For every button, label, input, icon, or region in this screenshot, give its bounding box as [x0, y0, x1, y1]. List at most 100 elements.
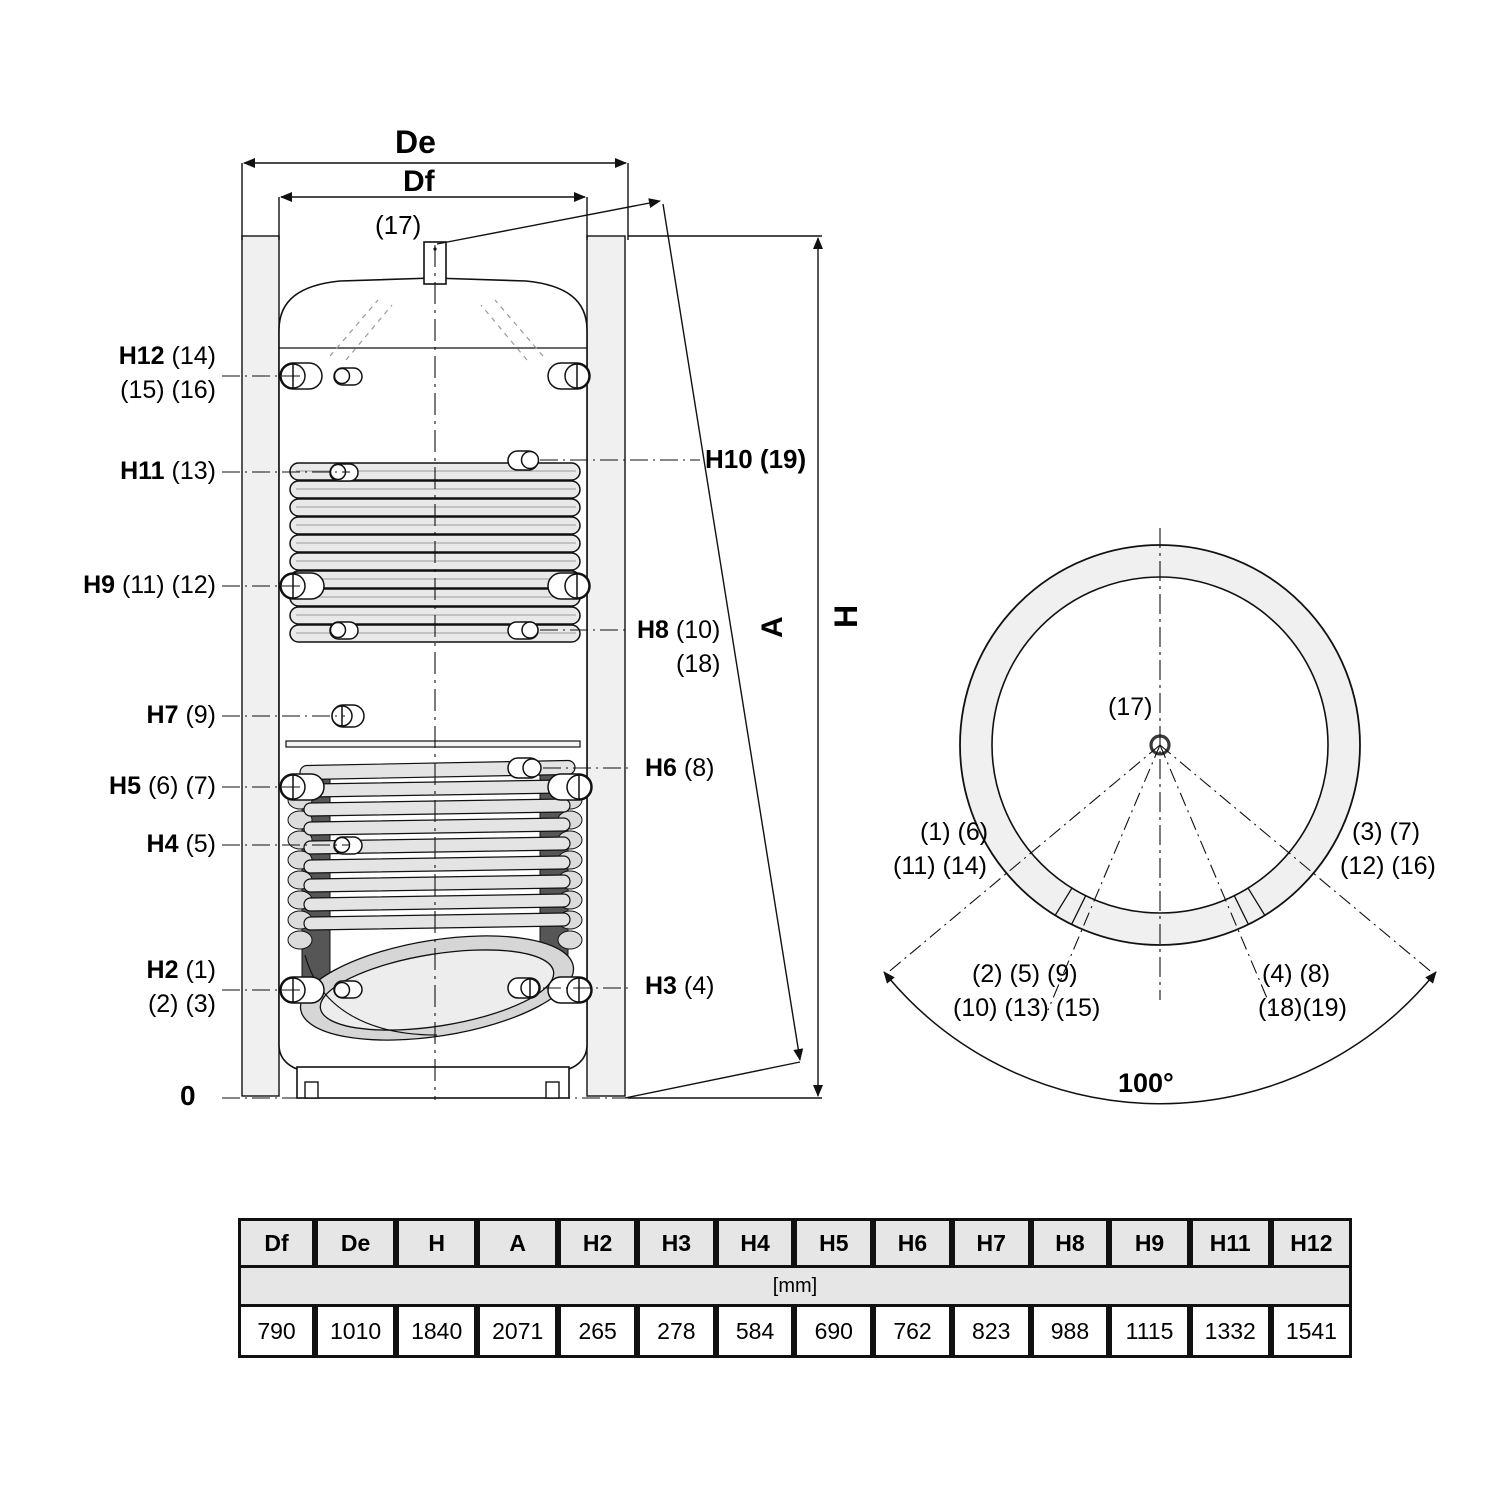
table-header-cell: H9: [1109, 1218, 1190, 1268]
internal-baffle-plate: [285, 740, 581, 748]
level-label-h11: H11 (13): [80, 457, 216, 486]
datum-label-zero: 0: [180, 1080, 196, 1111]
port-h3-right: [507, 977, 541, 999]
level-label-h8-key: H8: [637, 616, 669, 644]
level-label-h12-key: H12: [118, 342, 165, 370]
dimension-de: [241, 158, 629, 240]
level-label-h4-ports: (5): [185, 830, 216, 858]
table-header-cell: H4: [715, 1218, 795, 1268]
level-label-h3-ports: (4): [683, 972, 715, 1000]
table-values-row: 790 1010 1840 2071 265 278 584 690 762 8…: [238, 1307, 1352, 1358]
level-label-h2: H2 (1): [98, 956, 216, 985]
table-header-cell: H: [396, 1218, 478, 1268]
insulation-jacket: [241, 235, 626, 1097]
table-value-cell: 2071: [477, 1307, 559, 1358]
port-h6: [507, 757, 542, 779]
level-leader-lines: [222, 375, 700, 1099]
port-h2-left: [279, 976, 325, 1004]
top-view-right-outer-line1: (3) (7): [1352, 818, 1421, 846]
tank-base: [296, 1066, 570, 1099]
table-value-cell: 1332: [1189, 1307, 1271, 1358]
top-port-label-17: (17): [375, 210, 422, 240]
port-h2-small: [333, 980, 363, 999]
port-h8-right: [507, 621, 539, 640]
level-label-h2-key: H2: [146, 956, 179, 984]
table-value-cell: 584: [715, 1307, 795, 1358]
table-header-row: Df De H A H2 H3 H4 H5 H6 H7 H8 H9 H11 H1…: [238, 1218, 1352, 1268]
level-label-h7-ports: (9): [185, 701, 216, 729]
table-header-cell: H3: [636, 1218, 716, 1268]
table-value-cell: 1010: [315, 1307, 397, 1358]
port-h12-right: [547, 362, 591, 390]
dimension-h: [628, 235, 823, 1099]
port-h12-small: [333, 367, 363, 386]
top-view-angle-label: 100°: [1118, 1068, 1174, 1098]
level-label-h4: H4 (5): [80, 830, 216, 859]
dome-internal-guides: [329, 299, 544, 361]
level-label-h12-line2: (15) (16): [120, 376, 216, 404]
level-label-h11-key: H11: [120, 457, 165, 485]
port-h12-left: [279, 362, 323, 390]
port-h9-right: [547, 572, 591, 600]
table-header-cell: Df: [238, 1218, 316, 1268]
level-label-h12-ports: (14): [171, 342, 216, 370]
level-label-h8-ports: (10): [675, 616, 721, 644]
table-header-cell: H5: [794, 1218, 874, 1268]
level-label-h8-line2: (18): [676, 650, 721, 678]
dimension-df: [278, 192, 588, 240]
level-label-h3-key: H3: [645, 972, 677, 1000]
level-label-h2-line2: (2) (3): [147, 990, 216, 1018]
top-view-left-outer-line2: (11) (14): [893, 852, 988, 880]
top-view-center-label: (17): [1108, 693, 1153, 721]
table-header-cell: De: [315, 1218, 397, 1268]
level-label-h6: H6 (8): [645, 754, 714, 783]
level-label-h4-key: H4: [146, 830, 179, 858]
level-label-h6-key: H6: [645, 754, 677, 782]
top-view-left-outer-line1: (1) (6): [920, 818, 989, 846]
table-header-cell: H6: [873, 1218, 952, 1268]
level-label-h7-key: H7: [146, 701, 179, 729]
dimension-label-df: Df: [403, 165, 435, 198]
top-view-right-outer-line2: (12) (16): [1340, 852, 1436, 880]
table-value-cell: 988: [1030, 1307, 1110, 1358]
table-value-cell: 278: [636, 1307, 716, 1358]
table-value-cell: 823: [951, 1307, 1031, 1358]
level-label-h5-key: H5: [109, 772, 141, 800]
table-header-cell: H8: [1030, 1218, 1110, 1268]
lower-heat-exchanger-coil: [287, 759, 583, 1041]
table-header-cell: H12: [1270, 1218, 1352, 1268]
tank-ports: [279, 362, 593, 1004]
dimension-label-a: A: [756, 616, 789, 638]
table-header-cell: H11: [1189, 1218, 1271, 1268]
dimension-label-de: De: [395, 124, 436, 160]
top-view-left-inner-line1: (2) (5) (9): [972, 960, 1078, 988]
table-value-cell: 265: [558, 1307, 637, 1358]
level-label-h9: H9 (11) (12): [56, 571, 216, 600]
top-view-right-inner-line1: (4) (8): [1262, 960, 1331, 988]
port-h7: [331, 704, 365, 728]
port-h8-left: [329, 621, 359, 640]
port-h5-right: [547, 773, 593, 801]
top-view-circle: [883, 528, 1437, 1105]
dimension-a: [436, 198, 804, 1099]
top-view-left-inner-line2: (10) (13) (15): [953, 994, 1101, 1022]
dimension-label-h: H: [828, 604, 864, 628]
level-label-h3: H3 (4): [645, 972, 714, 1001]
level-label-h10: H10 (19): [705, 444, 807, 474]
table-unit-cell: [mm]: [238, 1268, 1352, 1307]
table-value-cell: 762: [873, 1307, 952, 1358]
table-header-cell: H2: [558, 1218, 637, 1268]
port-h10: [507, 450, 540, 471]
level-label-h7: H7 (9): [80, 701, 216, 730]
top-view-right-inner-line2: (18)(19): [1258, 994, 1347, 1022]
table-header-cell: H7: [951, 1218, 1031, 1268]
level-label-h9-key: H9: [83, 571, 116, 599]
level-label-h6-ports: (8): [683, 754, 715, 782]
level-label-h5-ports: (6) (7): [147, 772, 216, 800]
level-label-h9-ports: (11) (12): [121, 571, 216, 599]
table-value-cell: 790: [238, 1307, 316, 1358]
table-header-cell: A: [477, 1218, 559, 1268]
table-value-cell: 1840: [396, 1307, 478, 1358]
